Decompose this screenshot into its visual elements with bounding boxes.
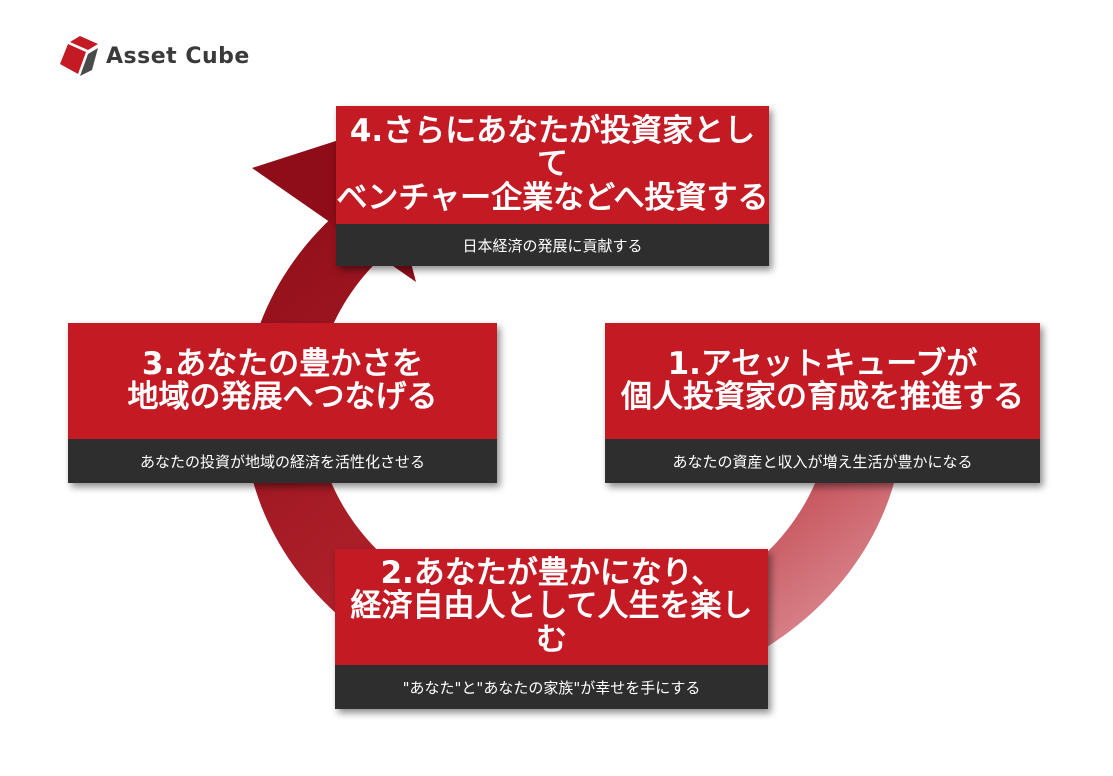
- step-1-title-line-2: 個人投資家の育成を推進する: [621, 379, 1024, 415]
- step-4-title-line-1: 4.さらにあなたが投資家として: [349, 112, 756, 183]
- step-3-title-line-2: 地域の発展へつなげる: [127, 379, 438, 415]
- step-4-title: 4.さらにあなたが投資家として ベンチャー企業などへ投資する: [336, 106, 769, 224]
- step-4-title-line-2: ベンチャー企業などへ投資する: [336, 179, 769, 216]
- step-1-caption: あなたの資産と収入が増え生活が豊かになる: [605, 439, 1040, 483]
- step-3-title-line-1: 3.あなたの豊かさを: [141, 345, 424, 382]
- step-4-caption: 日本経済の発展に貢献する: [336, 224, 769, 266]
- step-2-title-line-2: 経済自由人として人生を楽しむ: [350, 588, 753, 658]
- step-1-title-line-1: 1.アセットキューブが: [667, 345, 978, 382]
- step-2-title-line-1: 2.あなたが豊かになり、: [380, 554, 723, 591]
- brand-logo: Asset Cube: [56, 34, 250, 78]
- step-1-card: 1.アセットキューブが 個人投資家の育成を推進する あなたの資産と収入が増え生活…: [605, 323, 1040, 483]
- step-3-title: 3.あなたの豊かさを 地域の発展へつなげる: [68, 323, 497, 439]
- asset-cube-logo-icon: [60, 36, 98, 76]
- step-4-card: 4.さらにあなたが投資家として ベンチャー企業などへ投資する 日本経済の発展に貢…: [336, 106, 769, 266]
- step-2-card: 2.あなたが豊かになり、 経済自由人として人生を楽しむ "あなた"と"あなたの家…: [335, 549, 768, 709]
- brand-name: Asset Cube: [106, 43, 250, 69]
- step-1-title: 1.アセットキューブが 個人投資家の育成を推進する: [605, 323, 1040, 439]
- step-2-caption: "あなた"と"あなたの家族"が幸せを手にする: [335, 665, 768, 709]
- step-3-caption: あなたの投資が地域の経済を活性化させる: [68, 439, 497, 483]
- step-2-title: 2.あなたが豊かになり、 経済自由人として人生を楽しむ: [335, 549, 768, 665]
- step-3-card: 3.あなたの豊かさを 地域の発展へつなげる あなたの投資が地域の経済を活性化させ…: [68, 323, 497, 483]
